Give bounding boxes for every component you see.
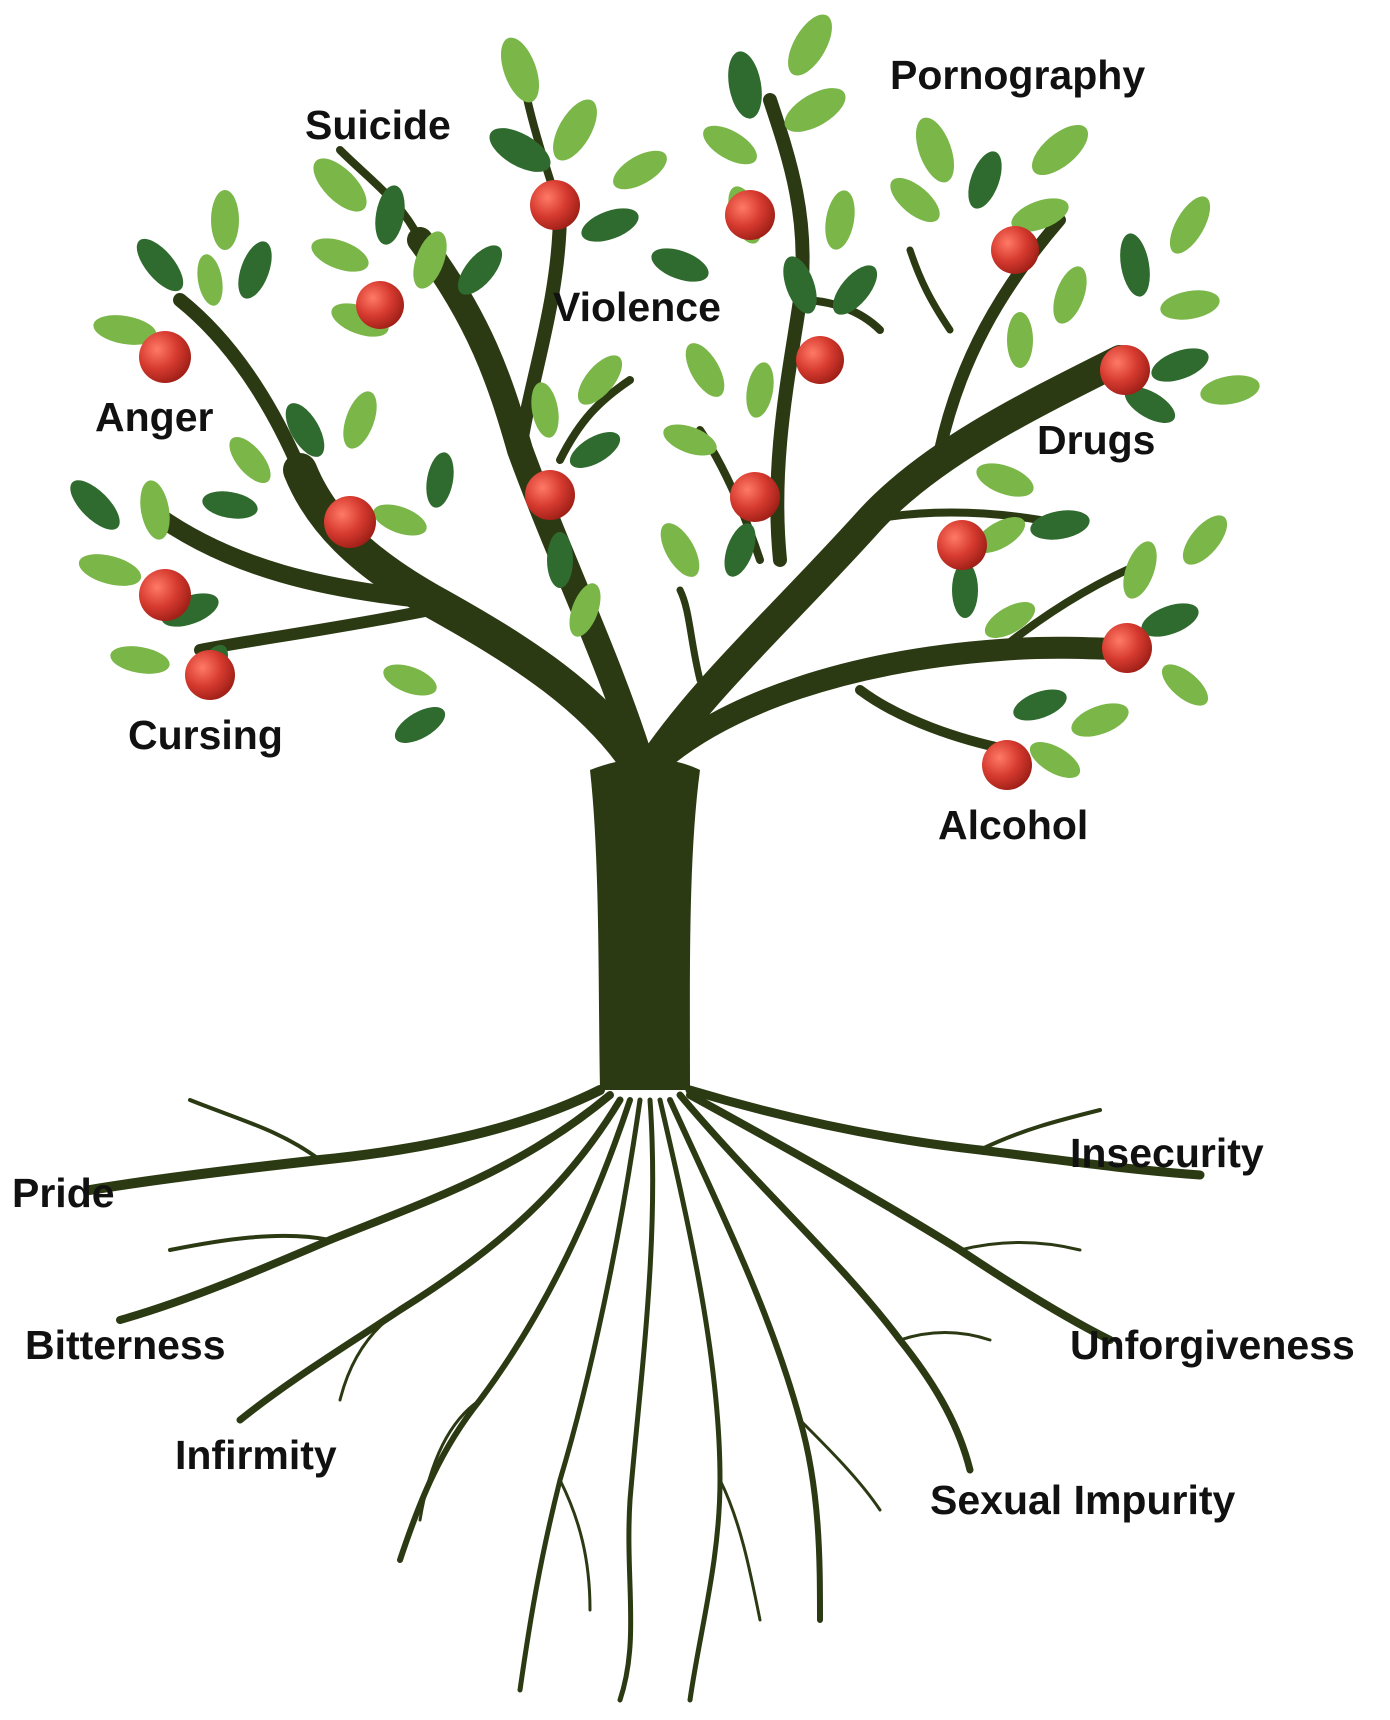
label-pornography: Pornography bbox=[890, 55, 1145, 96]
roots bbox=[90, 1090, 1200, 1700]
label-violence: Violence bbox=[553, 287, 721, 328]
trunk bbox=[590, 758, 700, 1090]
label-pride: Pride bbox=[12, 1173, 115, 1214]
label-bitterness: Bitterness bbox=[25, 1325, 226, 1366]
label-alcohol: Alcohol bbox=[938, 805, 1088, 846]
label-suicide: Suicide bbox=[305, 105, 451, 146]
label-sexual-impurity: Sexual Impurity bbox=[930, 1480, 1235, 1521]
label-infirmity: Infirmity bbox=[175, 1435, 337, 1476]
label-unforgiveness: Unforgiveness bbox=[1070, 1325, 1355, 1366]
label-anger: Anger bbox=[95, 397, 213, 438]
label-drugs: Drugs bbox=[1037, 420, 1155, 461]
leaves bbox=[62, 8, 1262, 786]
label-insecurity: Insecurity bbox=[1070, 1133, 1264, 1174]
label-cursing: Cursing bbox=[128, 715, 283, 756]
